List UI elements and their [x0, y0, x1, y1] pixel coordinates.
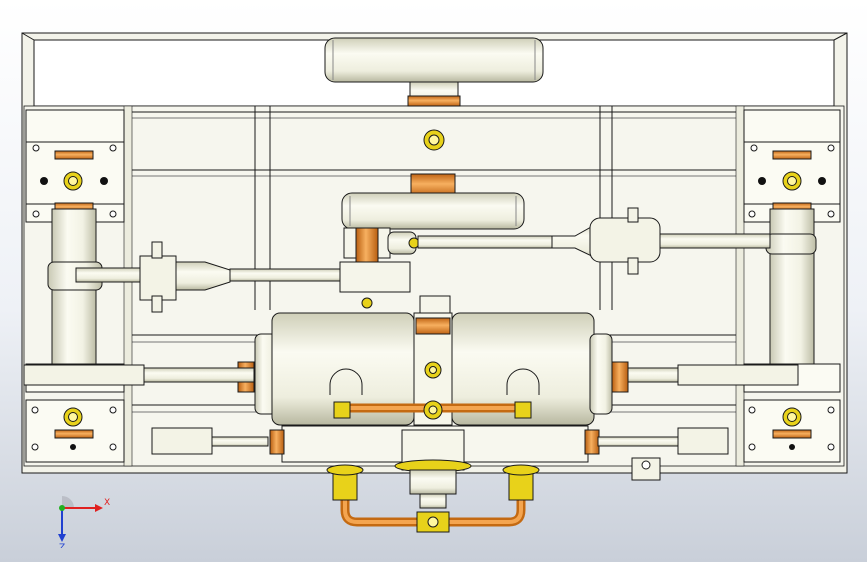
valve-block[interactable]: [333, 312, 532, 426]
x-axis-label: X: [104, 498, 110, 508]
z-axis-label: Z: [59, 543, 65, 548]
right-cylinder[interactable]: [451, 312, 629, 426]
right-bearing-column[interactable]: [743, 109, 841, 463]
orientation-triad: X Z: [58, 496, 110, 548]
left-bearing-column[interactable]: [25, 109, 125, 463]
y-axis-dot: [59, 505, 65, 511]
bottom-pipe-assembly[interactable]: [326, 429, 540, 533]
right-connecting-rod[interactable]: [417, 207, 771, 275]
center-flywheel[interactable]: [341, 173, 525, 230]
left-connecting-rod[interactable]: [75, 241, 343, 313]
top-flywheel[interactable]: [324, 37, 544, 151]
